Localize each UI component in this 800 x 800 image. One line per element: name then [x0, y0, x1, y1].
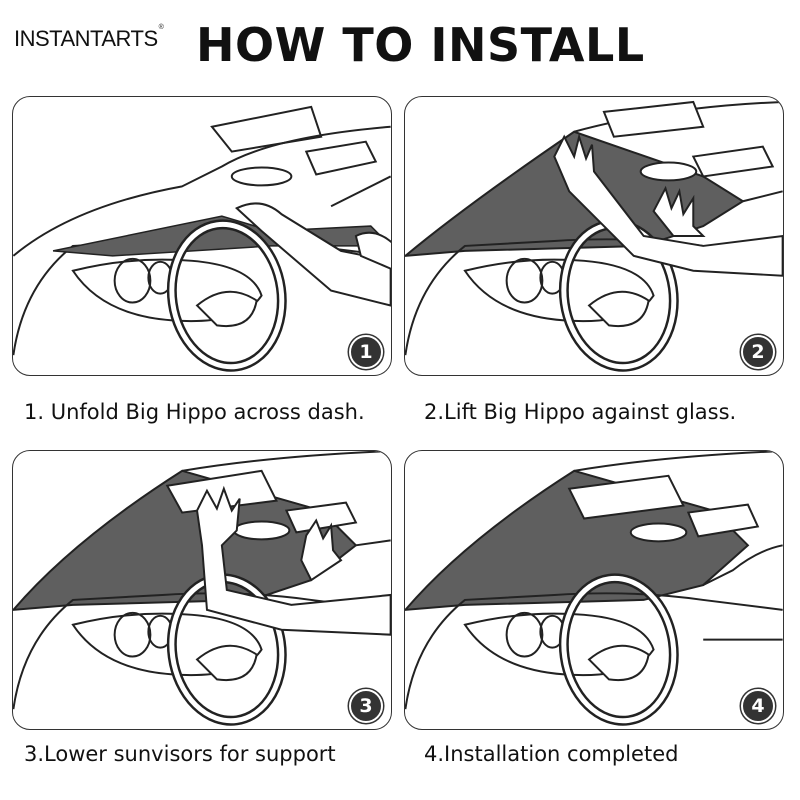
brand-logo: INSTANTARTS® [14, 24, 164, 52]
step-3-caption: 3.Lower sunvisors for support [24, 742, 336, 766]
car-interior-step-1 [13, 105, 391, 372]
step-1-illustration: 1 [12, 96, 392, 376]
step-2-caption: 2.Lift Big Hippo against glass. [424, 400, 737, 424]
car-interior-step-3 [13, 451, 391, 726]
step-badge-3: 3 [349, 689, 383, 723]
step-2-illustration: 2 [404, 96, 784, 376]
registered-mark: ® [158, 24, 164, 31]
car-interior-step-4 [405, 451, 783, 726]
step-badge-1: 1 [349, 335, 383, 369]
step-badge-4: 4 [741, 689, 775, 723]
step-badge-2: 2 [741, 335, 775, 369]
car-interior-step-2 [405, 100, 783, 372]
step-4-illustration: 4 [404, 450, 784, 730]
page-title: HOW TO INSTALL [196, 18, 645, 72]
step-4-caption: 4.Installation completed [424, 742, 679, 766]
step-3-illustration: 3 [12, 450, 392, 730]
brand-name: INSTANTARTS [14, 26, 158, 51]
step-1-caption: 1. Unfold Big Hippo across dash. [24, 400, 365, 424]
